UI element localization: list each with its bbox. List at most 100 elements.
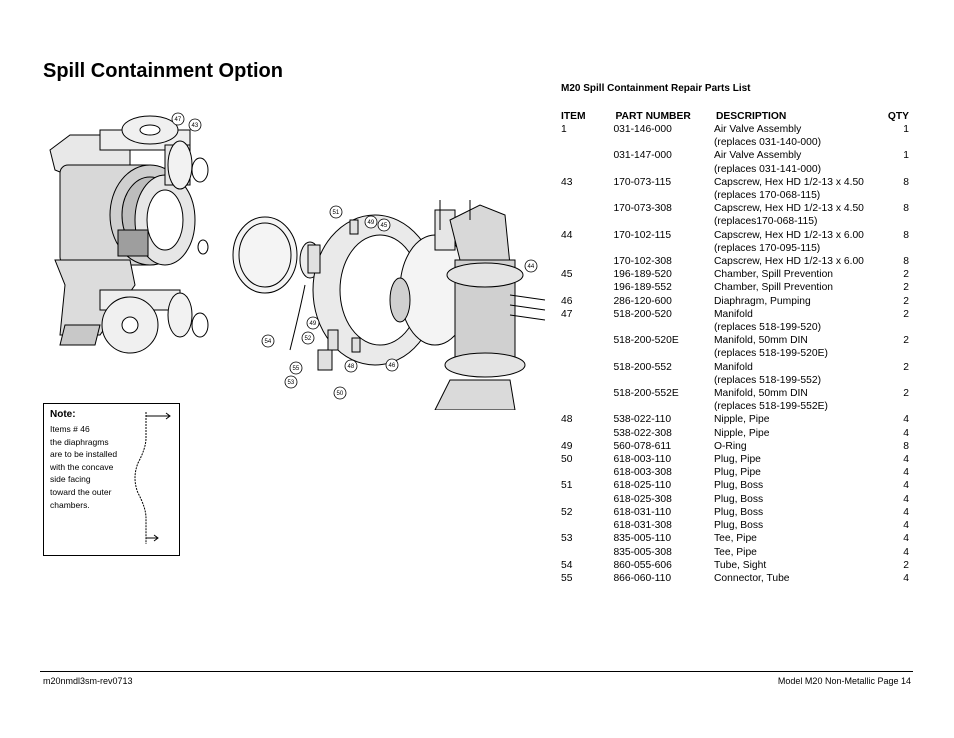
qty-cell: 4	[903, 467, 909, 479]
item-cell	[559, 400, 613, 413]
part-number-cell: 860-055-606	[613, 559, 672, 571]
qty-cell: 1	[903, 150, 909, 162]
note-line: side facing	[50, 474, 91, 485]
upper-manifold-flange	[99, 115, 209, 190]
description-cell: Tube, Sight	[713, 559, 767, 571]
note-title: Note:	[50, 409, 76, 420]
part-number-cell: 538-022-110	[613, 414, 672, 426]
qty-cell: 2	[903, 295, 909, 307]
pump-body-right	[434, 200, 546, 410]
part-number-cell	[613, 136, 714, 149]
description-cell: Air Valve Assembly	[713, 150, 802, 162]
qty-cell: 2	[903, 361, 909, 373]
qty-cell	[886, 189, 911, 202]
item-cell: 51	[561, 480, 573, 492]
qty-cell	[886, 400, 911, 413]
item-cell: 1	[561, 124, 567, 135]
parts-list-title: M20 Spill Containment Repair Parts List	[561, 83, 751, 94]
description-cell: (replaces 170-095-115)	[713, 242, 821, 254]
part-number-cell: 518-200-552E	[613, 388, 679, 400]
table-row: (replaces 031-140-000)	[559, 136, 911, 149]
part-number-cell	[613, 321, 714, 334]
description-cell: O-Ring	[713, 440, 747, 452]
part-number-cell: 031-146-000	[613, 124, 672, 135]
qty-cell: 2	[903, 559, 909, 571]
part-number-cell: 170-102-115	[613, 229, 672, 241]
part-number-cell: 286-120-600	[613, 295, 672, 307]
part-number-cell: 170-073-308	[613, 203, 672, 215]
table-row: (replaces 518-199-552)	[559, 374, 911, 387]
item-cell: 44	[561, 229, 573, 241]
qty-cell	[886, 374, 911, 387]
part-number-cell	[613, 215, 714, 228]
item-cell: 46	[561, 295, 573, 307]
part-number-cell	[613, 242, 714, 255]
item-cell: 45	[561, 269, 573, 281]
qty-cell: 8	[903, 229, 909, 241]
description-cell: (replaces170-068-115)	[713, 216, 818, 228]
pump-body-left	[49, 134, 196, 346]
table-header-row: ITEM PART NUMBER DESCRIPTION QTY	[559, 111, 911, 123]
item-cell	[559, 466, 613, 479]
part-number-cell: 618-003-110	[613, 454, 672, 466]
item-cell	[559, 361, 613, 374]
item-cell	[559, 215, 613, 228]
part-number-cell: 618-031-110	[613, 506, 672, 518]
callout-43: 43	[192, 123, 199, 129]
item-cell	[559, 347, 613, 360]
item-cell: 53	[561, 533, 573, 545]
diaphragm-stack	[197, 214, 471, 366]
table-row: (replaces 518-199-520)	[559, 321, 911, 334]
part-number-cell: 518-200-520	[613, 308, 672, 320]
table-row: (replaces 170-095-115)	[559, 242, 911, 255]
qty-cell	[886, 321, 911, 334]
item-cell	[559, 255, 613, 268]
callout-51: 51	[333, 210, 340, 216]
part-number-cell	[613, 400, 714, 413]
qty-cell: 4	[903, 520, 909, 532]
part-number-cell	[613, 374, 714, 387]
part-number-cell: 538-022-308	[613, 427, 672, 439]
qty-cell: 4	[903, 506, 909, 518]
table-row: (replaces 031-141-000)	[559, 163, 911, 176]
item-cell	[559, 149, 613, 162]
qty-cell: 8	[903, 203, 909, 215]
note-line: chambers.	[50, 499, 90, 510]
qty-cell: 8	[903, 256, 909, 268]
note-line: Items # 46	[50, 424, 90, 434]
qty-cell: 4	[903, 546, 909, 558]
item-cell	[559, 281, 613, 294]
callout-52: 52	[305, 336, 312, 342]
callout-50: 50	[337, 391, 344, 397]
part-number-cell: 196-189-520	[613, 269, 672, 281]
description-cell: Capscrew, Hex HD 1/2-13 x 6.00	[713, 256, 864, 268]
part-number-cell: 196-189-552	[613, 282, 672, 294]
part-number-cell: 618-025-308	[613, 493, 672, 505]
callout-48: 48	[348, 364, 355, 370]
qty-cell: 4	[903, 493, 909, 505]
callouts: 47 43 51 49 45 44 54 49 52 55 53 48 50 4…	[171, 112, 538, 400]
item-cell: 43	[561, 176, 573, 188]
item-cell	[559, 519, 613, 532]
item-cell	[559, 163, 613, 176]
item-cell	[559, 374, 613, 387]
part-number-cell: 518-200-552	[613, 361, 672, 373]
description-cell: Nipple, Pipe	[713, 427, 770, 439]
description-cell: Air Valve Assembly	[713, 124, 802, 135]
description-cell: Capscrew, Hex HD 1/2-13 x 4.50	[713, 176, 864, 188]
item-cell	[559, 136, 613, 149]
qty-cell: 4	[903, 427, 909, 439]
description-cell: (replaces 518-199-520)	[713, 322, 822, 334]
